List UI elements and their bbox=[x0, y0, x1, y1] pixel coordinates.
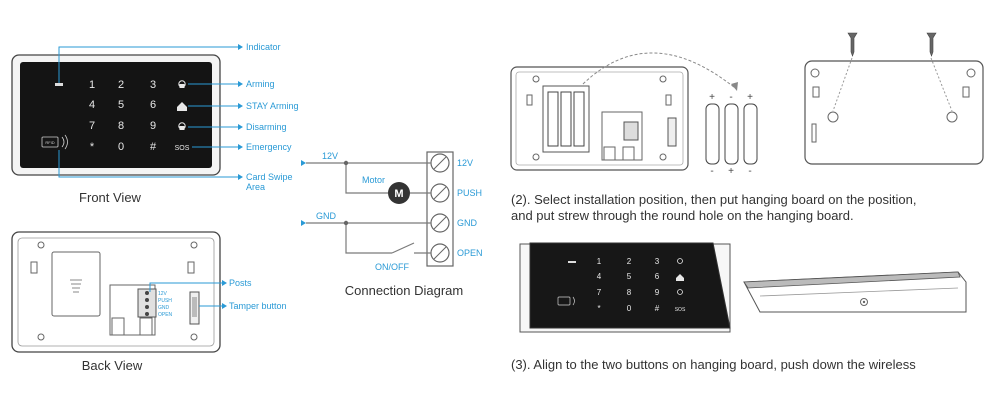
step2-line1: (2). Select installation position, then … bbox=[511, 192, 916, 207]
insert-arrow bbox=[582, 52, 736, 89]
s3-key-5: 5 bbox=[627, 272, 632, 281]
key-3: 3 bbox=[150, 79, 156, 91]
s3-unlock-icon bbox=[677, 289, 683, 295]
wire-12v-label: 12V bbox=[322, 151, 338, 161]
s3-key-hash: # bbox=[655, 304, 660, 313]
s3-lock-icon bbox=[677, 258, 683, 264]
terminal-block bbox=[137, 288, 157, 318]
key-9: 9 bbox=[150, 120, 156, 132]
screw-icon bbox=[847, 32, 937, 57]
s3-key-1: 1 bbox=[597, 257, 602, 266]
connection-diagram: 12V PUSH GND OPEN 12V GND M Motor ON/OFF… bbox=[301, 151, 483, 298]
unlock-icon bbox=[178, 122, 186, 130]
switch-blade bbox=[391, 242, 415, 254]
key-5: 5 bbox=[118, 99, 124, 111]
card-text: RFID bbox=[45, 140, 54, 145]
battery2-minus: - bbox=[729, 92, 732, 103]
key-0: 0 bbox=[118, 141, 124, 153]
arming-label: Arming bbox=[246, 79, 275, 89]
back-terminal-push: PUSH bbox=[158, 298, 172, 304]
key-4: 4 bbox=[89, 99, 95, 111]
battery1-minus: - bbox=[710, 166, 713, 177]
indicator-label: Indicator bbox=[246, 42, 281, 52]
back-terminal-gnd: GND bbox=[158, 305, 170, 311]
keypad-panel bbox=[20, 62, 212, 168]
key-hash: # bbox=[150, 141, 157, 153]
card-swipe-icon: RFID bbox=[41, 134, 68, 150]
key-8: 8 bbox=[118, 120, 124, 132]
step2-line2: and put strew through the round hole on … bbox=[511, 208, 854, 223]
install-step1: + - + - + - (2). Select installation pos… bbox=[510, 32, 984, 223]
posts-label: Posts bbox=[229, 278, 252, 288]
posts-leader bbox=[149, 282, 222, 292]
hanging-board bbox=[804, 60, 984, 165]
s3-key-4: 4 bbox=[597, 272, 602, 281]
s3-key-0: 0 bbox=[627, 304, 632, 313]
s3-key-8: 8 bbox=[627, 288, 632, 297]
home-icon bbox=[177, 102, 187, 111]
motor-symbol bbox=[388, 182, 410, 204]
front-view-caption: Front View bbox=[79, 190, 142, 205]
s3-key-3: 3 bbox=[655, 257, 660, 266]
card-leader bbox=[58, 150, 238, 178]
back-body bbox=[11, 231, 221, 353]
s3-key-star: * bbox=[597, 304, 600, 313]
s3-sos: SOS bbox=[675, 307, 686, 313]
battery3-plus: + bbox=[747, 92, 753, 103]
battery-compartment bbox=[542, 85, 590, 153]
install-step3: 1 2 3 4 5 6 7 8 9 * 0 # SOS (3). bbox=[511, 242, 967, 372]
key-star: * bbox=[90, 141, 95, 153]
back-view: 12V PUSH GND OPEN Posts Tamper button Ba… bbox=[11, 231, 287, 373]
s3-card-icon bbox=[557, 296, 575, 306]
s3-key-2: 2 bbox=[627, 257, 632, 266]
back-terminal-open: OPEN bbox=[158, 312, 173, 318]
back-terminal-12v: 12V bbox=[158, 291, 168, 297]
s3-home-icon bbox=[676, 274, 684, 281]
wire-motor-in bbox=[345, 163, 388, 194]
terminal-12v-label: 12V bbox=[457, 158, 473, 168]
key-7: 7 bbox=[89, 120, 95, 132]
s3-key-9: 9 bbox=[655, 288, 660, 297]
tamper-label: Tamper button bbox=[229, 301, 287, 311]
battery1-plus: + bbox=[709, 92, 715, 103]
emergency-label: Emergency bbox=[246, 142, 292, 152]
motor-m: M bbox=[394, 188, 403, 200]
front-view: 1 2 3 4 5 6 7 8 9 * 0 # SOS RFID bbox=[11, 42, 299, 205]
card-swipe-area-label: Area bbox=[246, 182, 265, 192]
s3-key-6: 6 bbox=[655, 272, 660, 281]
wire-gnd-label: GND bbox=[316, 211, 337, 221]
wire-switch-in bbox=[345, 223, 392, 254]
side-view bbox=[743, 271, 967, 313]
batteries: + - + - + - bbox=[705, 92, 758, 177]
stay-arming-label: STAY Arming bbox=[246, 101, 299, 111]
back-view-caption: Back View bbox=[82, 358, 143, 373]
switch-label: ON/OFF bbox=[375, 262, 409, 272]
terminal-push-label: PUSH bbox=[457, 188, 482, 198]
card-swipe-label: Card Swipe bbox=[246, 172, 293, 182]
s3-key-7: 7 bbox=[597, 288, 602, 297]
battery3-minus: - bbox=[748, 166, 751, 177]
indicator-leader bbox=[58, 46, 238, 83]
disarming-label: Disarming bbox=[246, 122, 287, 132]
terminal-open-label: OPEN bbox=[457, 248, 483, 258]
arming-lock-icon bbox=[178, 80, 186, 88]
indicator-light bbox=[55, 83, 63, 86]
keypad-tilted bbox=[529, 242, 731, 329]
key-1: 1 bbox=[89, 79, 95, 91]
sos-key: SOS bbox=[175, 145, 190, 152]
key-6: 6 bbox=[150, 99, 156, 111]
battery2-plus: + bbox=[728, 166, 734, 177]
terminal-gnd-label: GND bbox=[457, 218, 478, 228]
key-2: 2 bbox=[118, 79, 124, 91]
step3-text: (3). Align to the two buttons on hanging… bbox=[511, 357, 916, 372]
motor-label: Motor bbox=[362, 175, 385, 185]
connection-diagram-caption: Connection Diagram bbox=[345, 283, 464, 298]
